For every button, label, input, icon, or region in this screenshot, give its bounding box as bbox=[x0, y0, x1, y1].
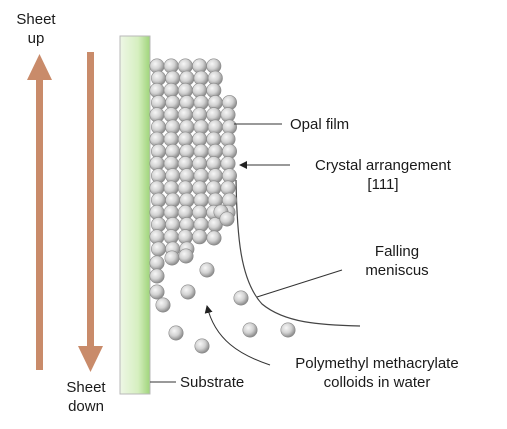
sheet-up-arrow bbox=[27, 54, 52, 370]
pmma-line-1: Polymethyl methacrylate bbox=[295, 355, 459, 372]
substrate-label: Substrate bbox=[180, 374, 245, 391]
sheet-up-label: Sheet up bbox=[6, 10, 66, 48]
colloid-sphere bbox=[199, 262, 215, 278]
colloid-sphere bbox=[233, 290, 249, 306]
colloid-sphere bbox=[149, 284, 165, 300]
crystal-arrangement-line-2: [111] bbox=[367, 176, 399, 193]
sheet-up-line-1: Sheet bbox=[16, 11, 56, 28]
pmma-label: Polymethyl methacrylate colloids in wate… bbox=[272, 354, 482, 392]
sheet-down-arrow bbox=[78, 52, 103, 372]
sheet-down-label: Sheet down bbox=[56, 378, 116, 416]
colloid-sphere bbox=[192, 229, 208, 245]
colloid-sphere bbox=[149, 268, 165, 284]
colloid-spheres bbox=[149, 58, 296, 354]
colloids-leader bbox=[204, 305, 271, 366]
colloid-sphere bbox=[178, 248, 194, 264]
colloid-sphere bbox=[180, 284, 196, 300]
falling-meniscus-label: Falling meniscus bbox=[352, 242, 442, 280]
colloid-sphere bbox=[164, 250, 180, 266]
colloid-sphere bbox=[194, 338, 210, 354]
falling-meniscus-curve bbox=[235, 179, 361, 327]
falling-meniscus-line-2: meniscus bbox=[365, 262, 429, 279]
colloid-sphere bbox=[219, 211, 235, 227]
colloid-sphere bbox=[155, 297, 171, 313]
colloid-sphere bbox=[168, 325, 184, 341]
sheet-up-line-2: up bbox=[27, 30, 45, 47]
sheet-down-line-1: Sheet bbox=[66, 379, 106, 396]
colloid-sphere bbox=[206, 230, 222, 246]
crystal-arrangement-label: Crystal arrangement [111] bbox=[288, 156, 478, 194]
opal-film-label: Opal film bbox=[290, 116, 350, 133]
colloid-sphere bbox=[151, 241, 167, 257]
crystal-arrangement-line-1: Crystal arrangement bbox=[315, 157, 451, 174]
sheet-down-line-2: down bbox=[68, 398, 104, 415]
colloid-sphere bbox=[280, 322, 296, 338]
falling-meniscus-leader bbox=[256, 269, 343, 298]
colloid-sphere bbox=[242, 322, 258, 338]
substrate-plate bbox=[119, 35, 151, 395]
pmma-line-2: colloids in water bbox=[323, 374, 431, 391]
colloid-sphere bbox=[149, 255, 165, 271]
falling-meniscus-line-1: Falling bbox=[374, 243, 420, 260]
